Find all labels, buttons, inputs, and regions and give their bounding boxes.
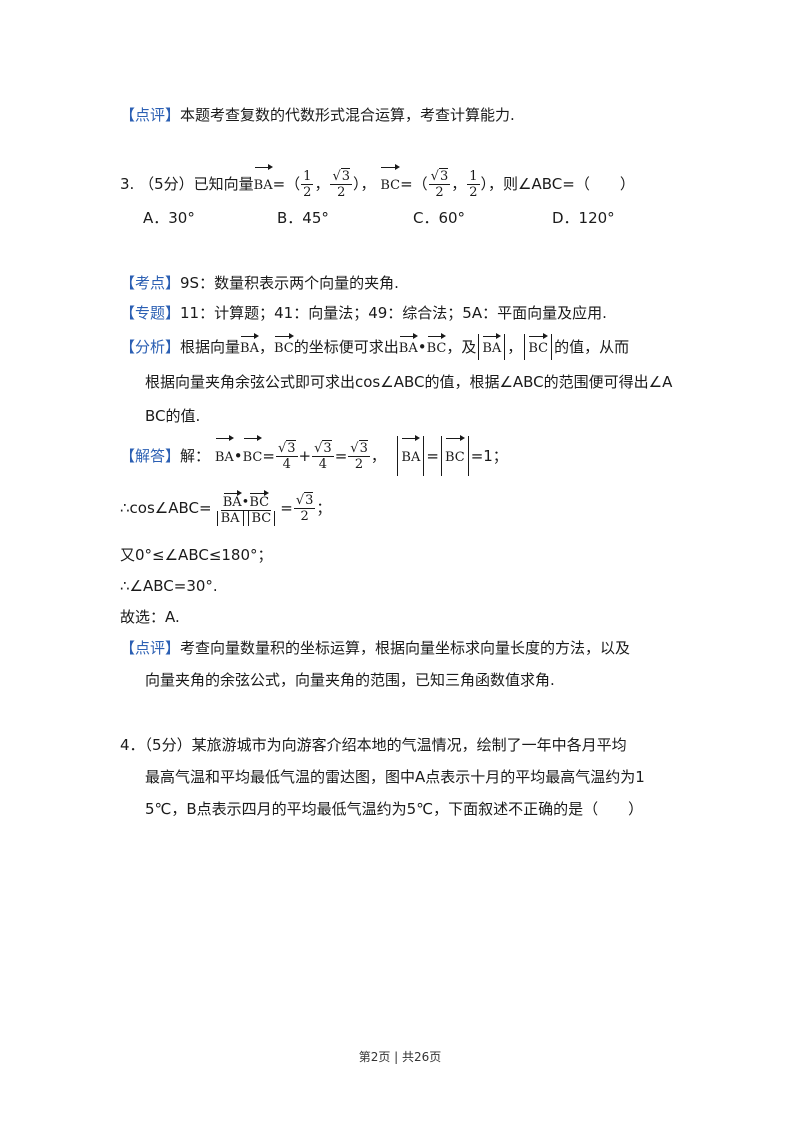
result-line: ∴∠ABC=30°. [120,577,218,595]
equals: = [262,447,275,465]
vector-bc: BC [380,164,400,203]
fenxi-line-2: 根据向量夹角余弦公式即可求出cos∠ABC的值，根据∠ABC的范围便可得出∠A [145,373,673,391]
vector-ba: BA [399,333,418,360]
plus: + [298,447,312,465]
fenxi-text: 根据向量 [180,338,241,356]
equals-one: =1； [470,447,508,465]
fenxi-line-3: BC的值. [145,407,201,425]
comma: ， [314,175,330,193]
remark-tag: 【点评】 [120,106,181,124]
cos-prefix: ∴cos∠ABC= [120,499,212,517]
vector-bc: BC [243,435,262,476]
question-number: 3. [120,175,135,193]
question-tail: ），则∠ABC=（ ） [480,175,635,193]
fenxi-text: 的值，从而 [554,338,630,356]
abs-bc: BC [524,333,553,360]
vector-ba: BA [254,164,273,203]
equals: = [280,499,293,517]
question-4-line-1: 4．（5分）某旅游城市为向游客介绍本地的气温情况，绘制了一年中各月平均 [120,736,627,754]
zhuanti-text: 11：计算题；41：向量法；49：综合法；5A：平面向量及应用. [180,304,607,322]
choose-line: 故选：A. [120,608,180,626]
comma: ， [451,175,467,193]
zhuanti-tag: 【专题】 [120,304,181,322]
kaodian-tag: 【考点】 [120,274,181,292]
option-a: A．30° [143,209,195,227]
equals: = [426,447,439,465]
question-score: （5分）已知向量 [139,175,254,193]
kaodian-line: 【考点】9S：数量积表示两个向量的夹角. [120,272,399,294]
dot-operator: • [233,447,243,465]
equals-paren: =（ [272,175,301,193]
kaodian-text: 9S：数量积表示两个向量的夹角. [180,274,399,292]
fenxi-text: ，及 [446,338,477,356]
equals: = [334,447,348,465]
vector-ba: BA [240,333,259,360]
dot-operator: • [417,338,427,356]
jieda-tag: 【解答】 [120,447,181,465]
remark-line-1: 【点评】考查向量数量积的坐标运算，根据向量坐标求向量长度的方法，以及 [120,637,630,659]
equals-paren: =（ [400,175,428,193]
comma: ， [507,338,523,356]
remark-line-2: 向量夹角的余弦公式，向量夹角的范围，已知三角函数值求角. [145,671,555,689]
range-line: 又0°≤∠ABC≤180°； [120,546,273,564]
abs-bc: BC [440,435,469,476]
option-c: C．60° [413,209,466,227]
option-b: B．45° [277,209,329,227]
vector-bc: BC [427,333,446,360]
option-d: D．120° [552,209,615,227]
remark-tag: 【点评】 [120,639,181,657]
comma: ， [258,338,274,356]
comma: ， [370,447,386,465]
remark-text: 本题考查复数的代数形式混合运算，考查计算能力. [180,106,515,124]
vector-ba: BA [215,435,234,476]
page-footer: 第2页 | 共26页 [358,1050,442,1064]
remark-text: 考查向量数量积的坐标运算，根据向量坐标求向量长度的方法，以及 [180,639,631,657]
semicolon: ； [316,499,332,517]
vector-bc: BC [274,333,294,360]
question-4-line-2: 最高气温和平均最低气温的雷达图，图中A点表示十月的平均最高气温约为1 [145,768,645,786]
zhuanti-line: 【专题】11：计算题；41：向量法；49：综合法；5A：平面向量及应用. [120,302,607,324]
question-4-line-3: 5℃，B点表示四月的平均最低气温约为5℃，下面叙述不正确的是（ ） [145,800,644,818]
abs-ba: BA [397,435,425,476]
abs-ba: BA [478,333,506,360]
fenxi-tag: 【分析】 [120,338,181,356]
fenxi-text: 的坐标便可求出 [293,338,399,356]
jie-label: 解： [180,447,211,465]
close-paren: ）， [353,175,376,193]
prev-remark-line: 【点评】本题考查复数的代数形式混合运算，考查计算能力. [120,104,515,126]
